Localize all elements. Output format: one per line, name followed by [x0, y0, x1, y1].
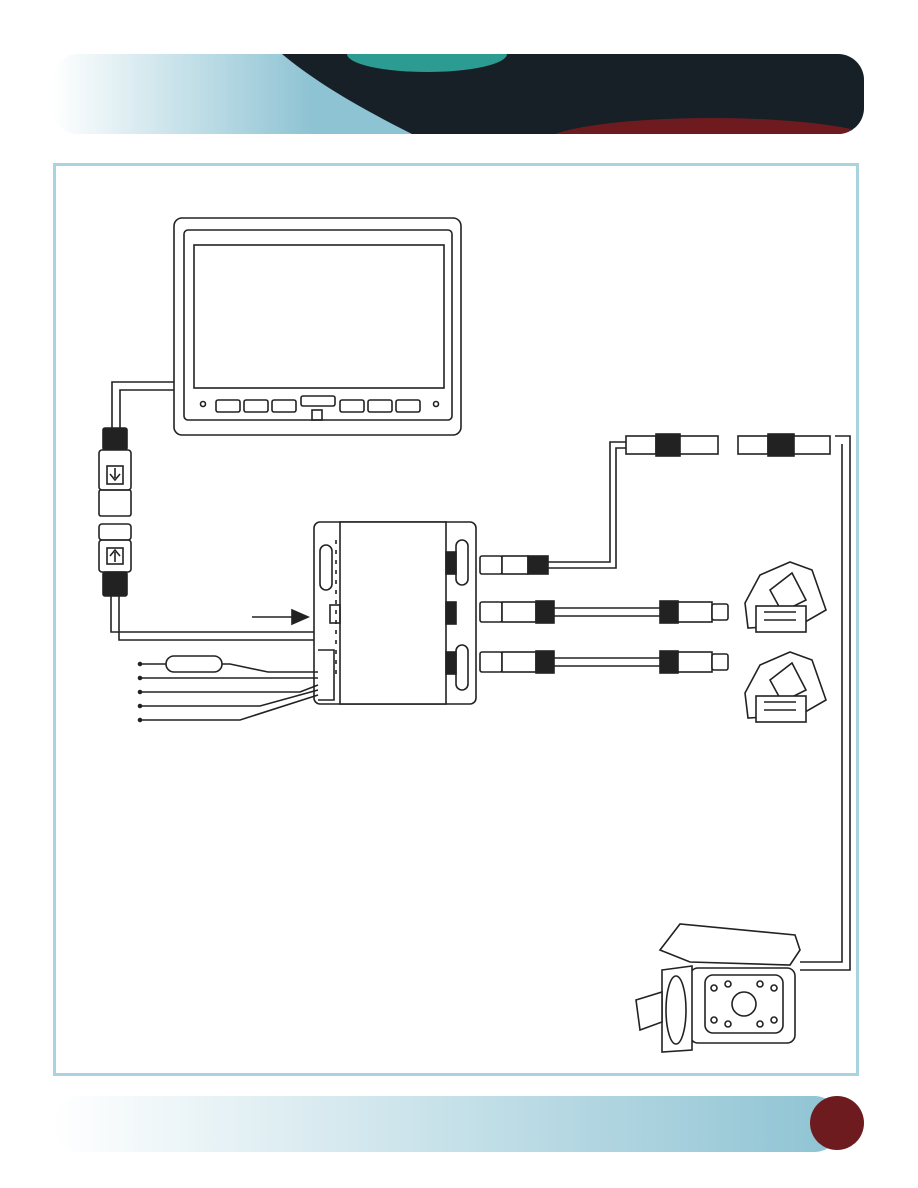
side-camera-icon [745, 652, 826, 722]
output-connector-3 [480, 651, 728, 673]
page-number-badge [810, 1096, 864, 1150]
fuse-icon [166, 656, 222, 672]
rear-camera-icon [636, 924, 800, 1052]
aviation-connector-icon [99, 428, 318, 640]
output-connector-1 [480, 442, 626, 574]
junction-box-icon [314, 522, 476, 704]
footer-band [52, 1096, 864, 1152]
monitor-cable [112, 382, 174, 428]
pointer-arrow-icon [252, 610, 308, 624]
output-connector-2 [480, 601, 728, 623]
monitor-icon [174, 218, 461, 435]
side-camera-icon [745, 562, 826, 632]
